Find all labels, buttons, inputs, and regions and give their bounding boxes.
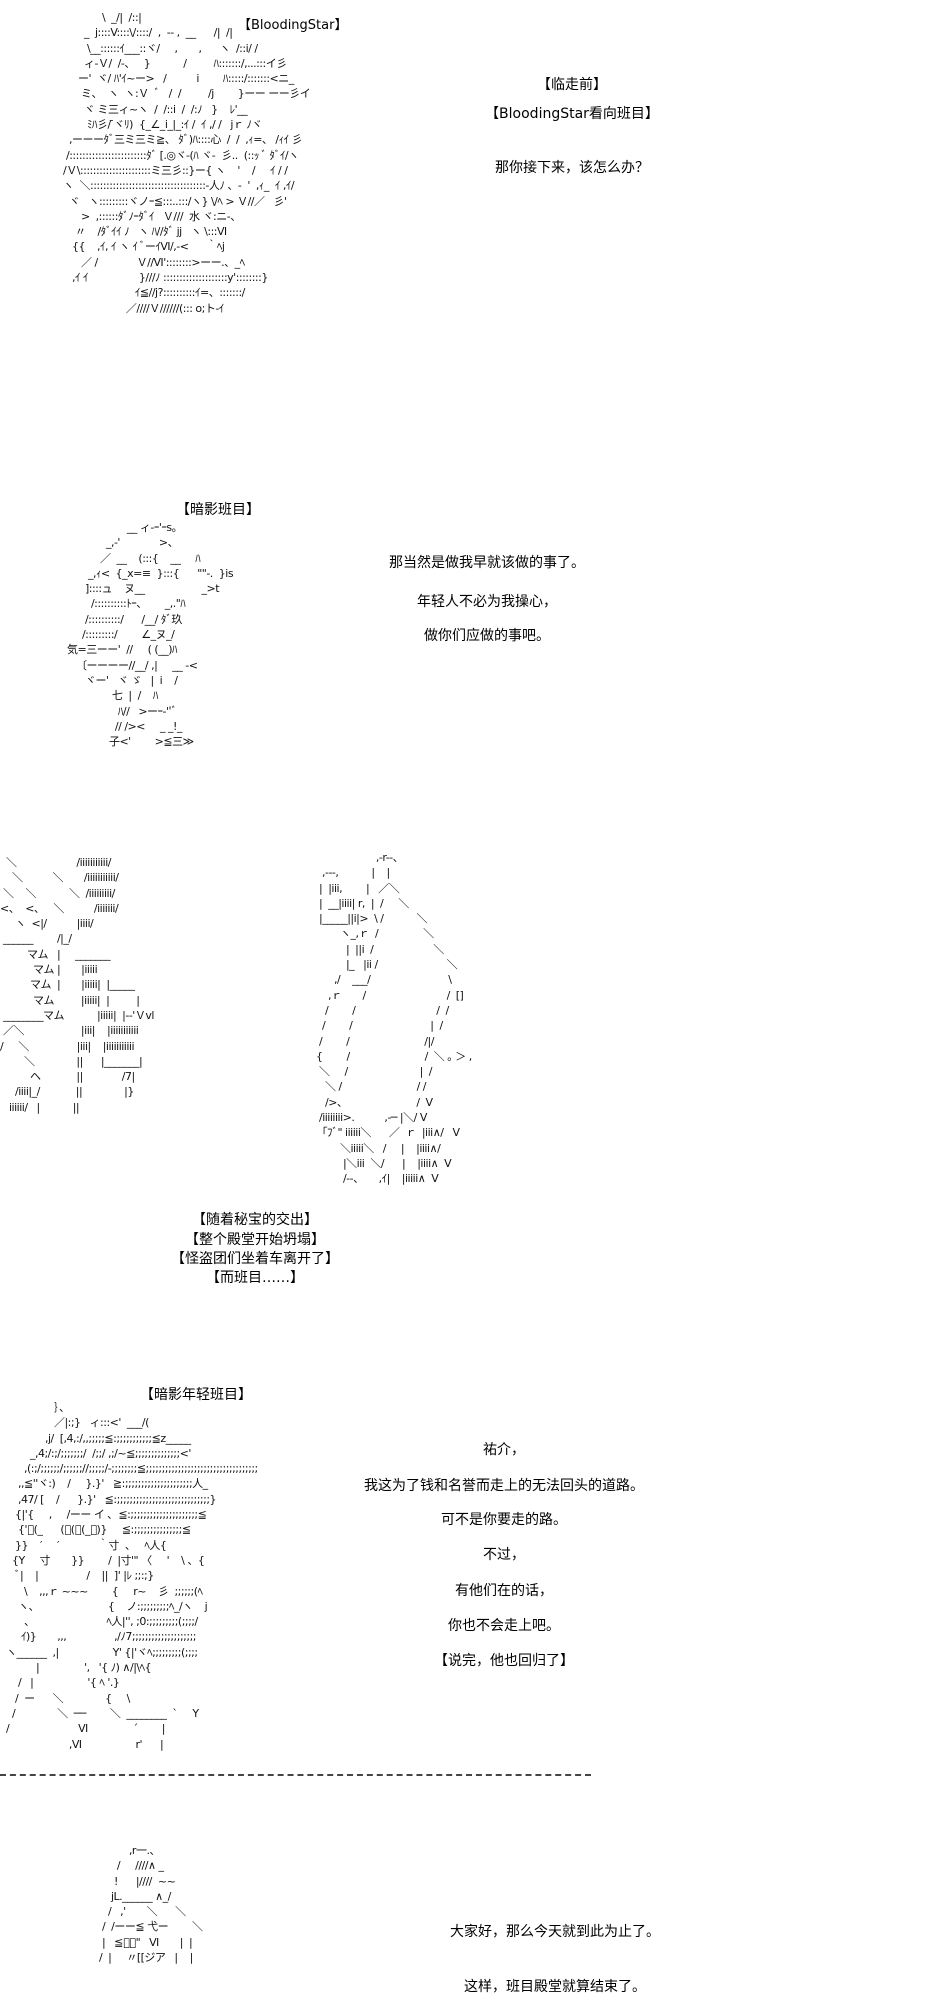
narration-line: 【随着秘宝的交出】 xyxy=(192,1212,318,1228)
dialogue-line: 【BloodingStar看向班目】 xyxy=(485,106,659,122)
caption-shadow-madarame: 【暗影班目】 xyxy=(176,502,260,518)
narration-line: 【说完，他也回归了】 xyxy=(434,1653,574,1669)
narration-line: 【而班目……】 xyxy=(206,1270,304,1286)
dialogue-line: 不过， xyxy=(483,1547,525,1563)
ascii-art-car-escape: ,-r--、 ,---, | | | |iii, | ／＼ | __|iiii|… xyxy=(315,851,472,1186)
narration-line: 【怪盗团们坐着车离开了】 xyxy=(171,1251,339,1267)
narration-line: 【整个殿堂开始坍塌】 xyxy=(185,1232,325,1248)
dialogue-line: 大家好，那么今天就到此为止了。 xyxy=(450,1924,660,1940)
dialogue-line: 年轻人不必为我操心， xyxy=(417,594,557,610)
dialogue-line: 你也不会走上吧。 xyxy=(448,1618,560,1634)
ascii-art-bloodingstar: \ _/| /::| _ j::::V::::\/::::/ , -- , __… xyxy=(62,11,311,315)
dialogue-line: 有他们在的话， xyxy=(455,1583,553,1599)
dialogue-line: 那你接下来，该怎么办？ xyxy=(495,160,649,176)
ascii-art-palace-collapse: ＼ /iiiiiiiiiii/ ＼ ＼ /iiiiiiiiiii/ ＼ ＼ ＼ … xyxy=(0,856,154,1114)
caption-young-shadow-madarame: 【暗影年轻班目】 xyxy=(140,1387,252,1403)
dialogue-line: 做你们应做的事吧。 xyxy=(424,628,550,644)
section-divider xyxy=(0,1774,591,1776)
dialogue-line: 我这为了钱和名誉而走上的无法回头的道路。 xyxy=(364,1478,644,1494)
dialogue-line: 那当然是做我早就该做的事了。 xyxy=(389,555,585,571)
ascii-art-shadow-madarame: __ ィ-ｰ'ｰs。 _,-' >、 ／ __ (:::{ __ ﾊ _,ｨ< … xyxy=(66,521,234,749)
dialogue-line: 【临走前】 xyxy=(537,77,607,93)
ascii-art-ending: ,r一.、 / ////∧ _ ! |//// ~~ jL.______ ∧_/… xyxy=(98,1844,203,1965)
dialogue-line: 这样，班目殿堂就算结束了。 xyxy=(464,1979,646,1995)
dialogue-line: 可不是你要走的路。 xyxy=(441,1512,567,1528)
caption-bloodingstar: 【BloodingStar】 xyxy=(238,18,348,33)
ascii-art-young-madarame: ｝、 ／|:;} ィ:::<' ___/( ,j/ [,4,:/,,;;;;;≦… xyxy=(5,1401,258,1751)
dialogue-line: 祐介， xyxy=(483,1442,525,1458)
